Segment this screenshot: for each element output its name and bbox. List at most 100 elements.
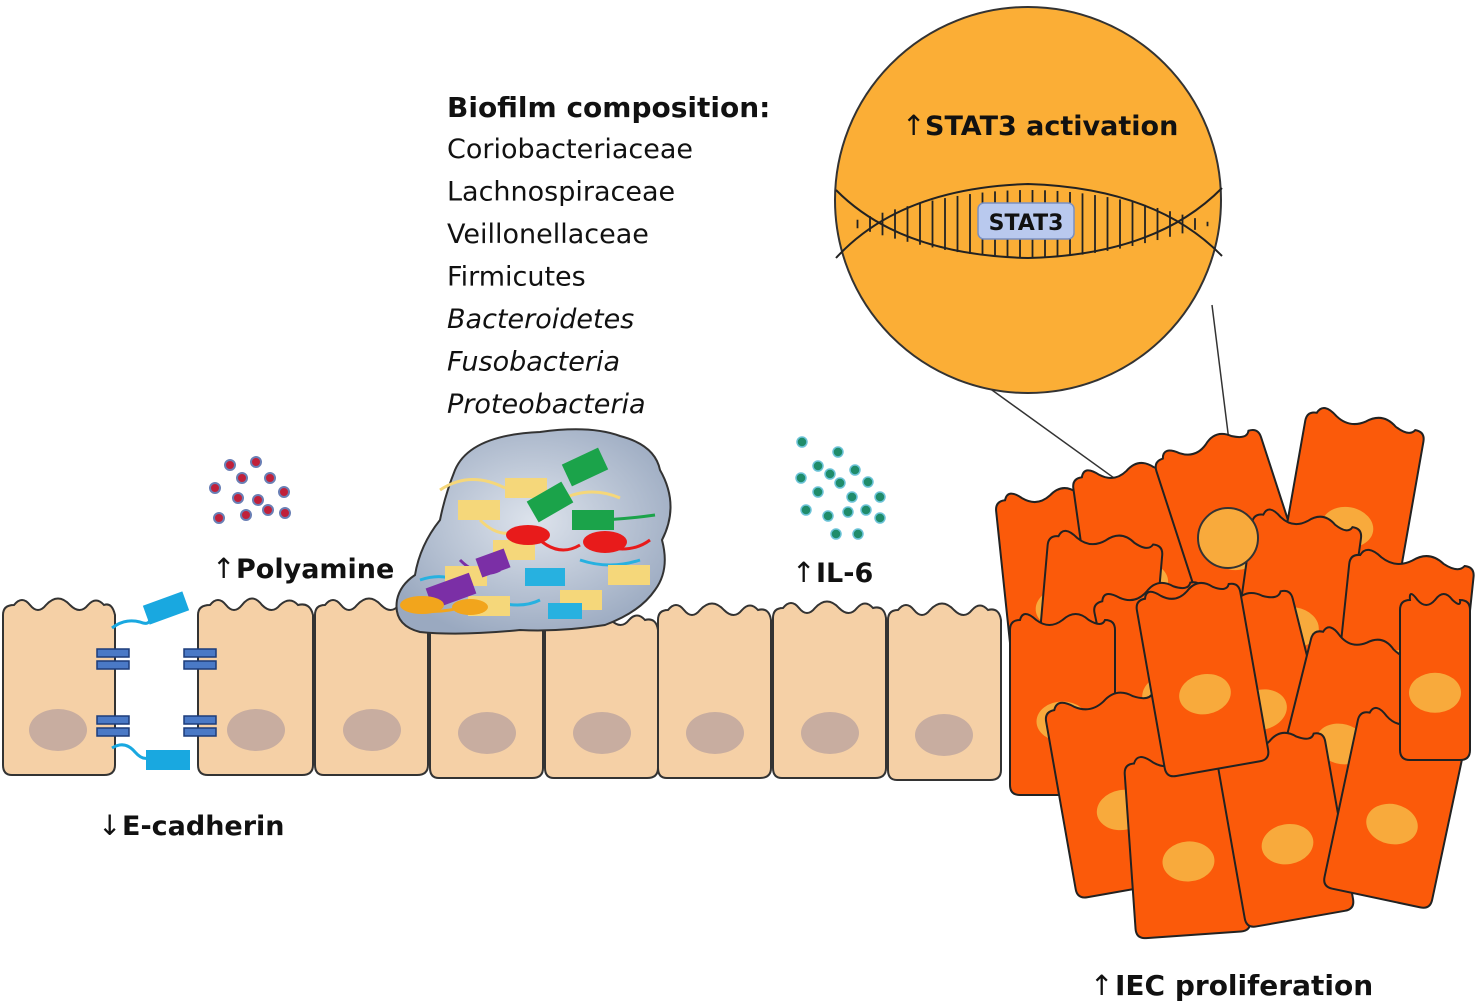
il6-dot	[834, 477, 846, 489]
zoom-source-nucleus	[1197, 507, 1259, 569]
stat3-activation-label-group: ↑ STAT3 activation	[902, 109, 1178, 142]
tumor-cell	[1215, 731, 1355, 928]
il6-dot	[874, 491, 886, 503]
il6-dot	[832, 446, 844, 458]
polyamine-dot	[250, 456, 262, 468]
ecadherin-label-group: ↓ E-cadherin	[98, 809, 285, 842]
polyamine-label: Polyamine	[236, 554, 394, 585]
bacterium	[458, 500, 500, 520]
biofilm-title: Biofilm composition:	[447, 91, 770, 124]
bacterium	[572, 510, 614, 530]
polyamine-dot	[278, 486, 290, 498]
zoom-callout: STAT3	[834, 6, 1239, 541]
il6-label: IL-6	[816, 558, 873, 589]
up-arrow-icon: ↑	[902, 109, 925, 142]
taxon-label: Lachnospiraceae	[447, 177, 675, 208]
biofilm	[395, 428, 672, 635]
ecadherin-molecule	[146, 750, 190, 770]
iec-proliferation-label: IEC proliferation	[1115, 969, 1373, 1002]
nuclei	[29, 709, 973, 756]
junction-protein	[183, 715, 217, 725]
junction-protein	[183, 648, 217, 658]
il6-label-group: ↑ IL-6	[792, 556, 873, 589]
tumor-cell	[1135, 581, 1270, 778]
junction-protein	[183, 660, 217, 670]
bacteria-rods	[400, 447, 650, 619]
ecadherin-fragments	[111, 591, 190, 770]
polyamine-dot	[236, 472, 248, 484]
tumor-nucleus	[1366, 803, 1418, 845]
bacterium	[608, 565, 650, 585]
stat3-activation-label: STAT3 activation	[925, 111, 1178, 142]
nucleus	[686, 712, 744, 754]
taxon-label: Bacteroidetes	[447, 304, 634, 335]
tumor-nucleus	[1179, 673, 1231, 715]
junction-protein	[96, 715, 130, 725]
bacterium	[505, 478, 547, 498]
junction-protein	[96, 727, 130, 737]
taxon-label: Veillonellaceae	[447, 219, 649, 250]
bacterium	[400, 596, 444, 614]
polyamine-dot	[213, 512, 225, 524]
il6-dot	[860, 504, 872, 516]
bacterium	[525, 568, 565, 586]
nucleus	[227, 709, 285, 751]
junction-protein	[96, 648, 130, 658]
il6-molecules	[795, 436, 886, 540]
bacterium	[526, 481, 574, 523]
il6-dot	[824, 468, 836, 480]
nucleus	[29, 709, 87, 751]
stat3-box-label: STAT3	[989, 211, 1064, 236]
cell-junctions	[96, 648, 217, 737]
il6-dot	[800, 504, 812, 516]
polyamine-dot	[279, 507, 291, 519]
tumor-nucleus	[1261, 823, 1314, 865]
il6-dot	[812, 486, 824, 498]
polyamine-dot	[240, 509, 252, 521]
polyamine-molecules	[209, 456, 291, 524]
taxon-label: Firmicutes	[447, 262, 586, 293]
biofilm-composition: Biofilm composition: CoriobacteriaceaeLa…	[447, 91, 770, 420]
nucleus	[915, 714, 973, 756]
nucleus	[801, 712, 859, 754]
il6-dot	[795, 472, 807, 484]
junction-protein	[183, 727, 217, 737]
polyamine-dot	[262, 504, 274, 516]
il6-dot	[796, 436, 808, 448]
il6-dot	[822, 510, 834, 522]
polyamine-label-group: ↑ Polyamine	[212, 552, 394, 585]
dna-helix-icon	[835, 182, 1223, 260]
down-arrow-icon: ↓	[98, 809, 121, 842]
bacterium	[506, 525, 550, 545]
il6-dot	[842, 506, 854, 518]
il6-dot	[874, 512, 886, 524]
bacterium	[583, 531, 627, 553]
il6-dot	[846, 491, 858, 503]
bacterium	[561, 447, 609, 487]
nucleus	[458, 712, 516, 754]
il6-dot	[830, 528, 842, 540]
taxon-label: Proteobacteria	[447, 389, 646, 420]
up-arrow-icon: ↑	[792, 556, 815, 589]
il6-dot	[862, 476, 874, 488]
taxon-label: Fusobacteria	[447, 347, 620, 378]
stat3-box	[977, 202, 1075, 240]
ecadherin-label: E-cadherin	[122, 811, 285, 842]
up-arrow-icon: ↑	[1090, 969, 1113, 1002]
nucleus	[343, 709, 401, 751]
polyamine-dot	[252, 494, 264, 506]
tumor-nucleus	[1409, 672, 1461, 713]
polyamine-dot	[232, 492, 244, 504]
taxon-label: Coriobacteriaceae	[447, 134, 693, 165]
polyamine-dot	[209, 482, 221, 494]
il6-dot	[849, 464, 861, 476]
tumor-nucleus	[1162, 841, 1215, 882]
bacterium	[475, 548, 511, 578]
junction-protein	[96, 660, 130, 670]
tumor-cell	[1399, 593, 1471, 761]
il6-dot	[852, 528, 864, 540]
up-arrow-icon: ↑	[212, 552, 235, 585]
polyamine-dot	[264, 472, 276, 484]
ecadherin-molecule	[142, 591, 190, 625]
